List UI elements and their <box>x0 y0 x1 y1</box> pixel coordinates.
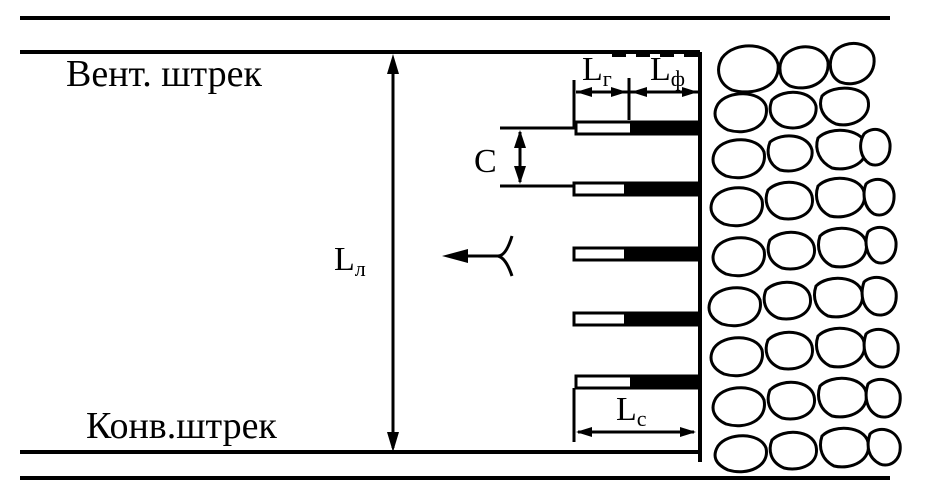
top-drift-lines <box>20 16 890 54</box>
lc-dimension <box>572 388 694 442</box>
spacing-label: C <box>474 143 497 180</box>
borehole <box>574 120 700 136</box>
lg-lf-arrowheads <box>576 87 698 97</box>
coal-face-line <box>612 52 702 462</box>
spacing-dimension <box>500 126 578 188</box>
lc-label: Lс <box>616 391 647 431</box>
lc-arrowheads <box>576 427 696 437</box>
borehole <box>572 246 700 262</box>
lava-length-dimension <box>387 54 399 452</box>
spacing-arrowheads <box>514 130 526 184</box>
lf-label: Lф <box>650 51 685 91</box>
advance-direction-arrow <box>442 235 514 277</box>
borehole <box>572 311 700 327</box>
borehole <box>572 181 700 197</box>
caved-rock-area <box>707 42 902 474</box>
borehole <box>574 374 700 390</box>
lava-length-label: Lл <box>334 241 366 281</box>
vent-drift-label: Вент. штрек <box>66 53 262 95</box>
bottom-drift-lines <box>20 450 890 480</box>
conv-drift-label: Конв.штрек <box>86 405 277 447</box>
lg-label: Lг <box>582 51 612 91</box>
